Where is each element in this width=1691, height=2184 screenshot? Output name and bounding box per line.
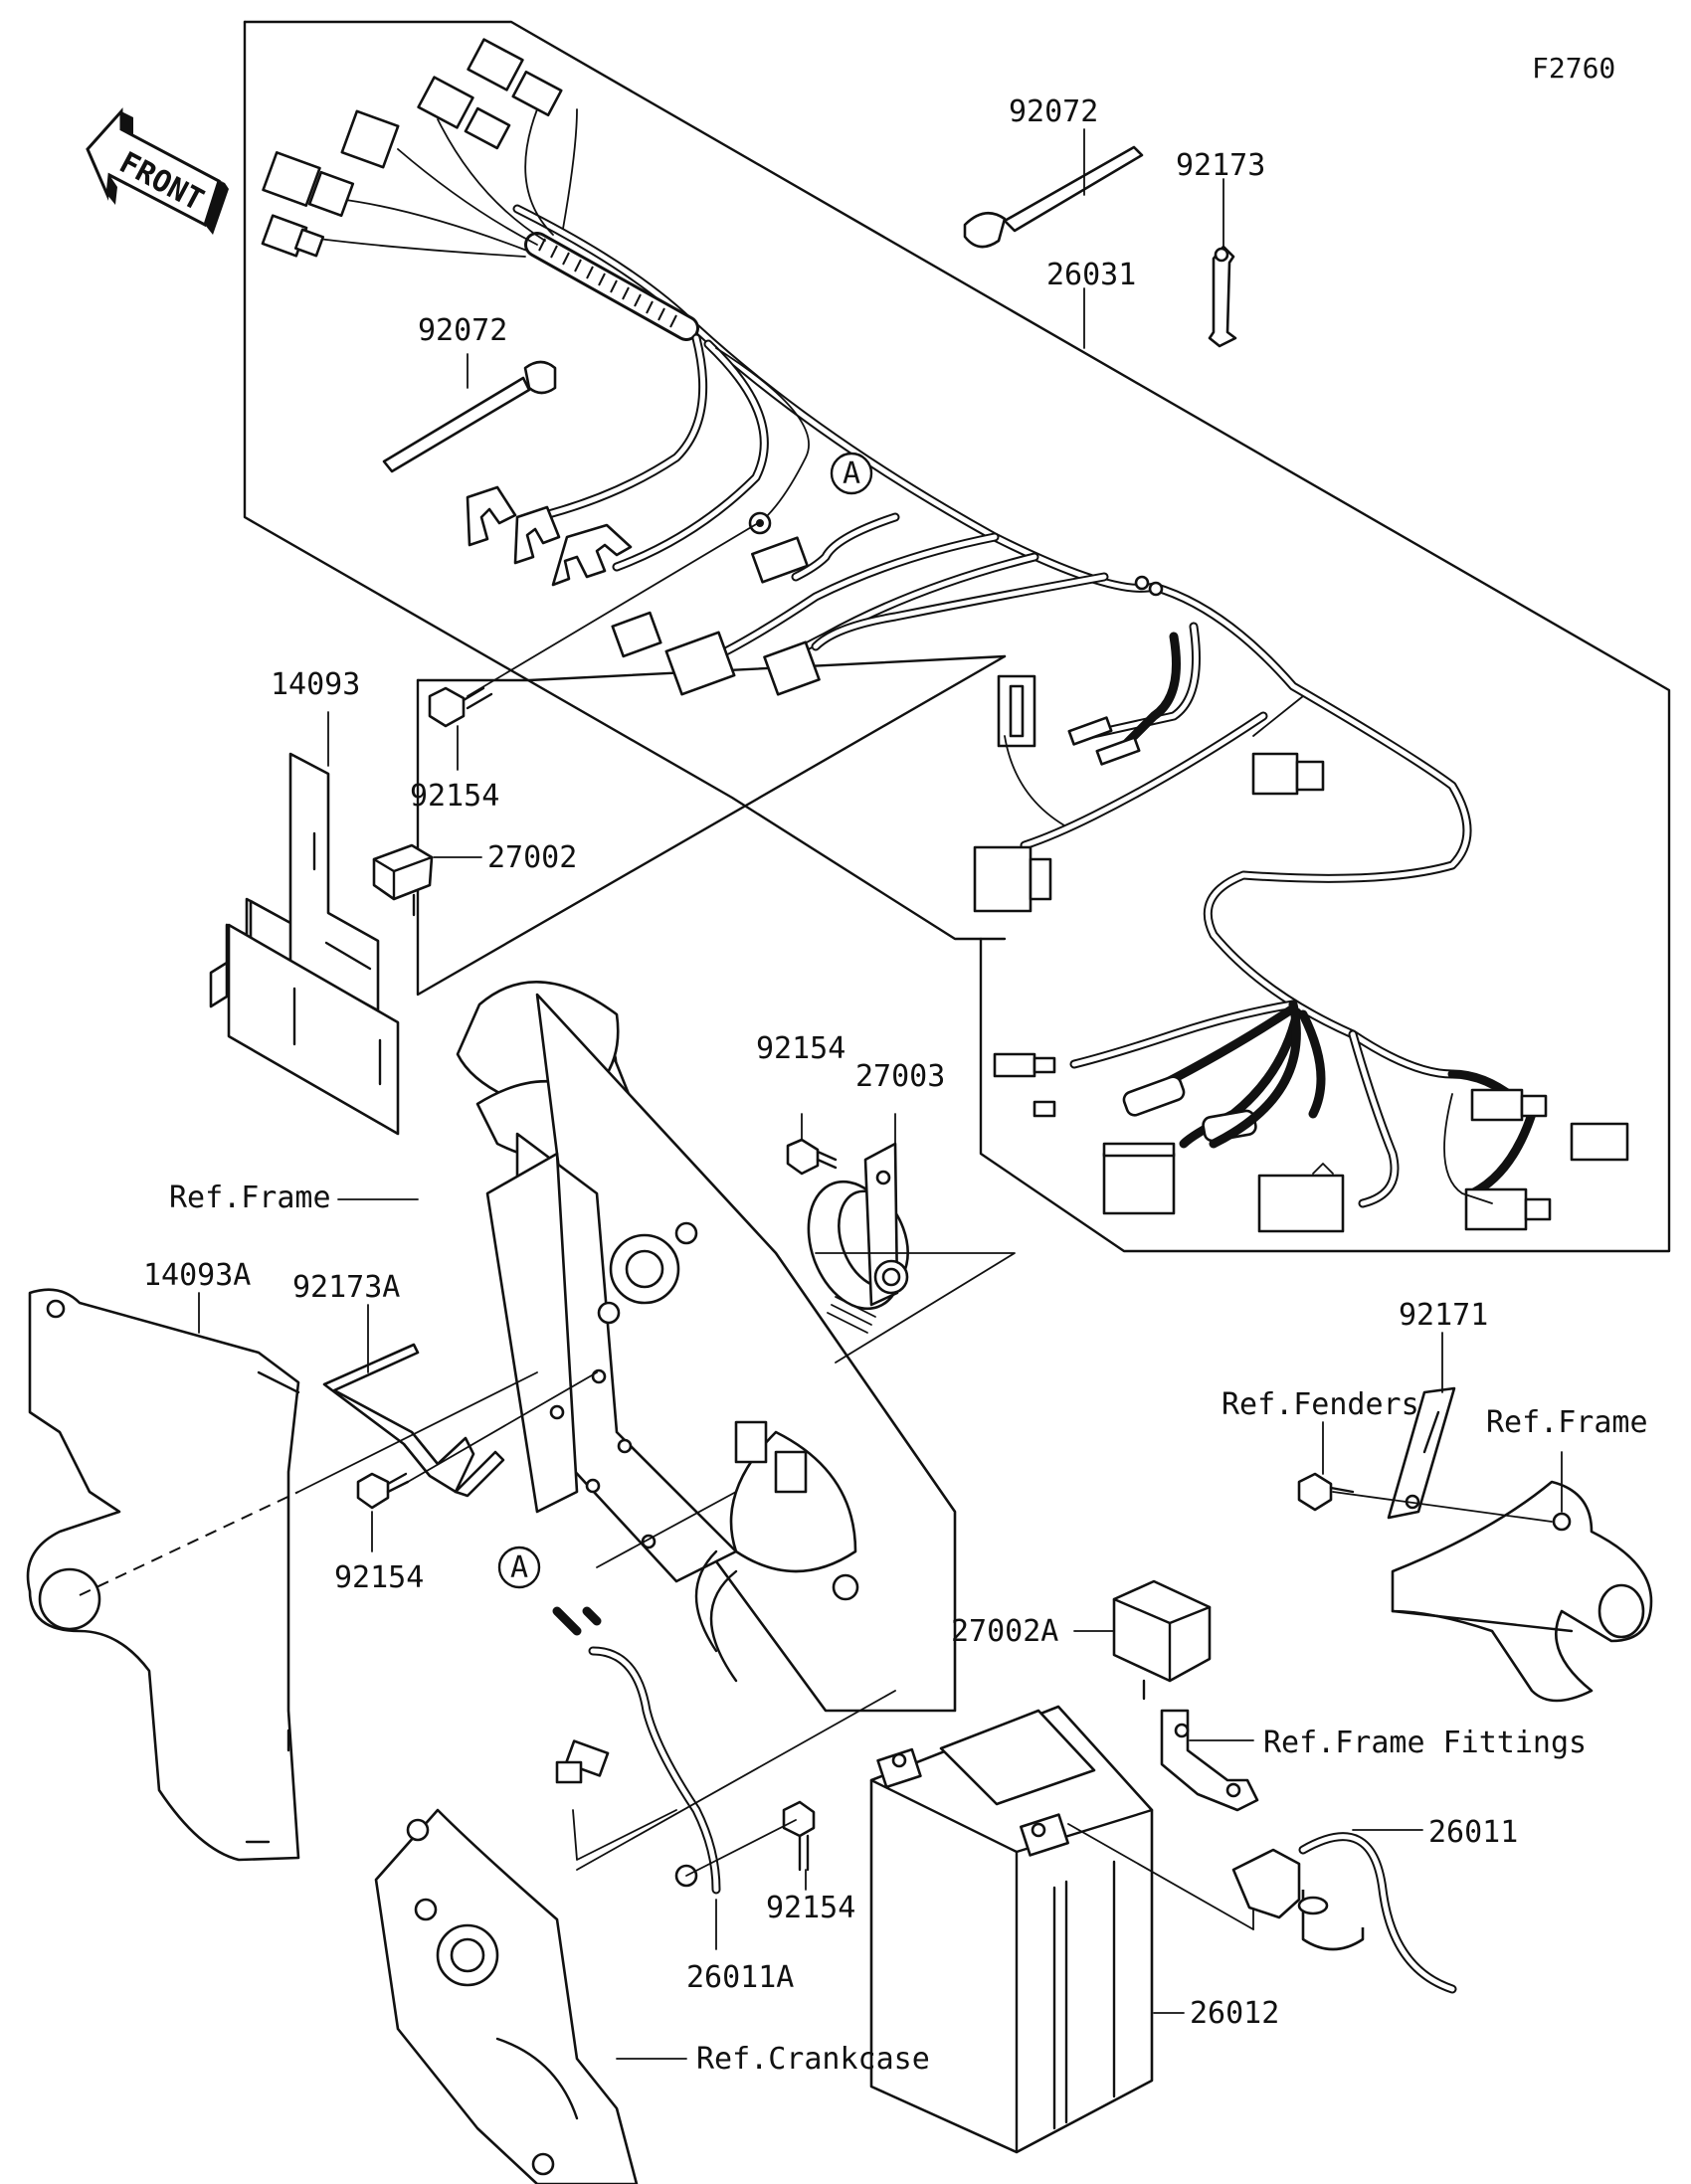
cable-tie-92072-top: [963, 145, 1144, 249]
frame-center: [456, 980, 957, 1713]
label-92173: 92173: [1176, 148, 1265, 183]
bracket-92171: [1387, 1386, 1456, 1520]
label-27002: 27002: [487, 840, 577, 875]
cable-26011A: [552, 1606, 721, 1895]
callout-a-top-letter: A: [843, 456, 860, 491]
main-wiring-harness: [261, 38, 1629, 1233]
crankcase: [374, 1808, 639, 2184]
fender-frame: [1391, 1480, 1653, 1703]
bolt-92154-fender: [1297, 1472, 1355, 1512]
bolt-92154-upper: [428, 686, 493, 728]
label-92173A: 92173A: [292, 1270, 400, 1305]
horn-27003: [807, 1142, 909, 1334]
label-27002A: 27002A: [951, 1614, 1058, 1649]
label-26031: 26031: [1046, 258, 1136, 292]
bolt-92154-battery: [782, 1800, 816, 1872]
label-ref-frame-fittings: Ref.Frame Fittings: [1263, 1726, 1587, 1760]
callout-a-bottom-letter: A: [510, 1550, 528, 1585]
label-ref-frame-b: Ref.Frame: [1486, 1405, 1648, 1440]
label-ref-fenders: Ref.Fenders: [1221, 1387, 1419, 1422]
label-14093A: 14093A: [143, 1258, 251, 1293]
frame-fittings: [1160, 1709, 1259, 1812]
label-92154-d: 92154: [766, 1891, 855, 1925]
cable-26011: [1231, 1832, 1457, 1994]
part-labels: 92072 92173 26031 92072 14093 92154 2700…: [143, 94, 1648, 2077]
label-92072-left: 92072: [418, 313, 507, 348]
diagram-code: F2760: [1532, 52, 1615, 85]
cable-tie-92072-left: [382, 360, 557, 473]
harness-box: [243, 20, 1671, 1253]
label-92171: 92171: [1399, 1298, 1488, 1333]
bolt-92154-horn: [786, 1138, 838, 1176]
bracket-14093A: [26, 1288, 300, 1862]
cover-14093: [209, 752, 400, 1136]
callout-a-bottom: A: [497, 1546, 541, 1589]
clamp-92173A: [322, 1343, 505, 1498]
label-26011: 26011: [1428, 1815, 1518, 1850]
label-ref-frame-a: Ref.Frame: [169, 1181, 331, 1215]
front-arrow-icon: FRONT: [86, 107, 229, 235]
callout-a-top: A: [830, 452, 873, 495]
relay-27002: [372, 843, 434, 917]
label-26012: 26012: [1190, 1996, 1279, 2031]
relay-27002A: [1112, 1579, 1212, 1701]
clamp-92173: [1208, 245, 1237, 348]
label-ref-crankcase: Ref.Crankcase: [696, 2042, 930, 2077]
label-92154-c: 92154: [334, 1560, 424, 1595]
label-26011A: 26011A: [686, 1960, 794, 1995]
leader-lines: [79, 128, 1563, 2060]
battery-26012: [869, 1705, 1154, 2154]
bolt-92154-lower-left: [356, 1472, 410, 1510]
label-92154-a: 92154: [410, 779, 499, 814]
label-27003: 27003: [855, 1059, 945, 1094]
label-92072-top: 92072: [1009, 94, 1098, 129]
label-14093: 14093: [271, 667, 360, 702]
label-92154-b: 92154: [756, 1031, 846, 1066]
